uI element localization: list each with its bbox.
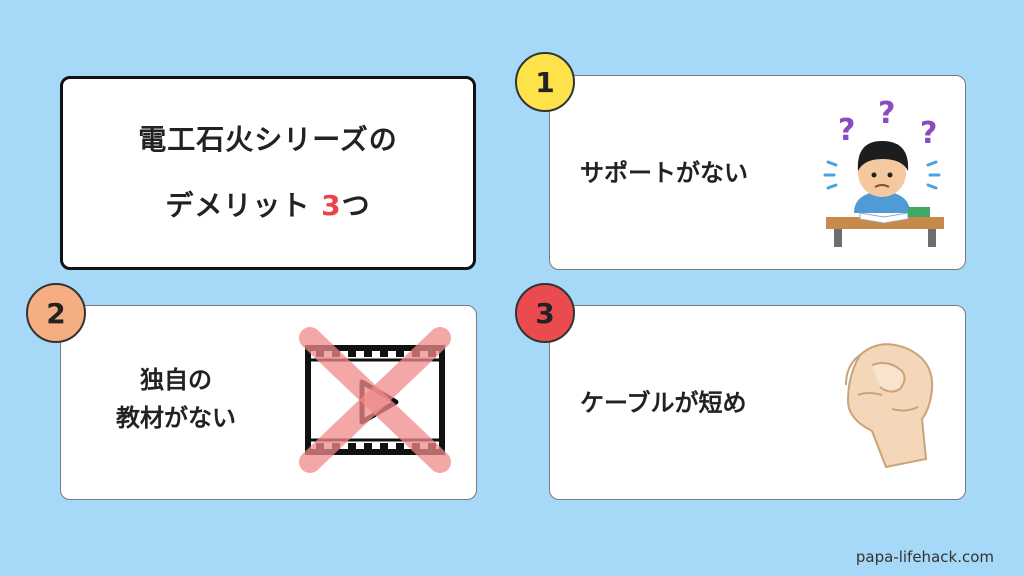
svg-text:?: ? <box>878 96 895 131</box>
no-video-icon <box>299 327 451 473</box>
item-badge-3: 3 <box>515 283 575 343</box>
title-line-2-prefix: デメリット <box>165 189 322 222</box>
item-card-2 <box>60 305 477 500</box>
item-3-label: ケーブルが短め <box>580 389 747 417</box>
title-line-1: 電工石火シリーズの <box>138 123 398 156</box>
svg-text:?: ? <box>920 116 937 151</box>
item-2-label-line2: 教材がない <box>116 404 236 433</box>
pinching-hand-icon <box>845 343 934 469</box>
item-badge-2: 2 <box>26 283 86 343</box>
item-2-label-line1: 独自の <box>140 366 212 394</box>
item-badge-1: 1 <box>515 52 575 112</box>
confused-student-icon: ? ? ? <box>823 96 944 247</box>
site-url: papa-lifehack.com <box>855 548 994 566</box>
item-1-label: サポートがない <box>580 159 748 187</box>
title-accent-number: 3 <box>321 189 342 222</box>
title-line-2: デメリット 3つ <box>165 192 370 220</box>
svg-text:?: ? <box>838 113 855 148</box>
title-card: 電工石火シリーズの デメリット 3つ <box>60 76 476 270</box>
item-2-label: 独自の 教材がない <box>106 361 246 438</box>
title-line-2-suffix: つ <box>341 189 371 222</box>
